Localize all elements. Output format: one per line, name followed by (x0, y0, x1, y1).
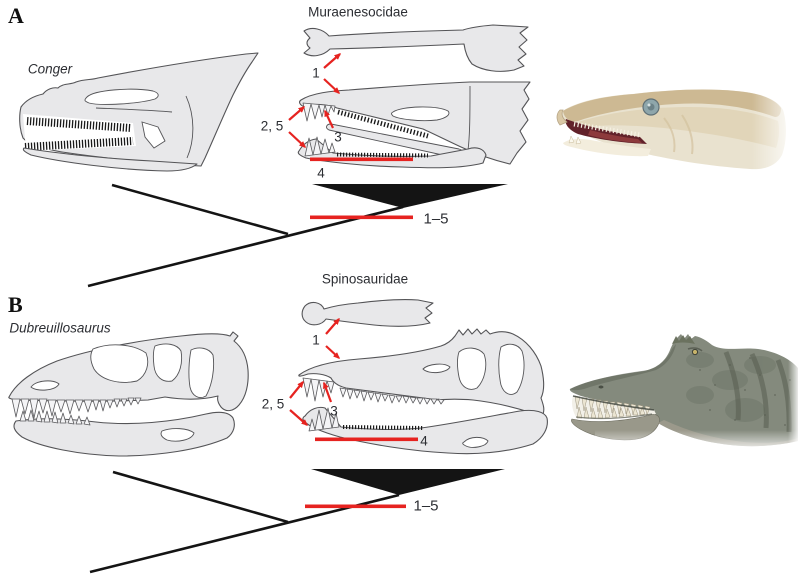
callout-4-b: 4 (420, 433, 428, 449)
panel-a-letter: A (8, 3, 24, 28)
synapomorphy-bar-jaw-b (315, 437, 418, 442)
synapomorphy-bar-clade-b (305, 504, 406, 509)
dubreuillosaurus-skull-drawing (8, 331, 249, 457)
panel-b-letter: B (8, 292, 23, 317)
cladogram-a (87, 183, 508, 288)
callout-4-a: 4 (317, 165, 325, 181)
callout-1-b: 1 (312, 332, 320, 348)
spinosaurid-head-photo (569, 334, 800, 454)
conger-skull-drawing (19, 52, 259, 172)
cladogram-b (89, 469, 505, 574)
clade-range-label-b: 1–5 (413, 497, 439, 515)
muraenesocid-lateral-skull-drawing (297, 81, 531, 169)
callout-3-a: 3 (334, 129, 342, 145)
spinosaurid-lateral-skull-drawing (298, 328, 548, 455)
clade-triangle-a (312, 184, 508, 208)
spinosaurid-dorsal-bone-drawing (301, 299, 434, 327)
family-label-muraenesocidae: Muraenesocidae (308, 4, 408, 20)
family-label-spinosauridae: Spinosauridae (321, 271, 409, 287)
callout-arrows-a (288, 53, 342, 148)
callout-25-b: 2, 5 (261, 396, 285, 412)
clade-range-label-a: 1–5 (423, 210, 449, 228)
taxon-label-dubreuillosaurus: Dubreuillosaurus (9, 320, 111, 336)
synapomorphy-bar-clade-a (310, 215, 413, 220)
muraenesocid-dorsal-bone-drawing (303, 24, 529, 72)
pike-conger-head-photo (556, 82, 800, 177)
callout-1-a: 1 (312, 65, 320, 81)
spinosaur-eye (691, 348, 699, 356)
callout-3-b: 3 (330, 403, 338, 419)
taxon-label-conger: Conger (27, 61, 73, 77)
synapomorphy-bar-jaw-a (310, 157, 413, 162)
clade-triangle-b (311, 469, 505, 495)
callout-arrows-b (289, 317, 341, 426)
callout-25-a: 2, 5 (260, 118, 284, 134)
